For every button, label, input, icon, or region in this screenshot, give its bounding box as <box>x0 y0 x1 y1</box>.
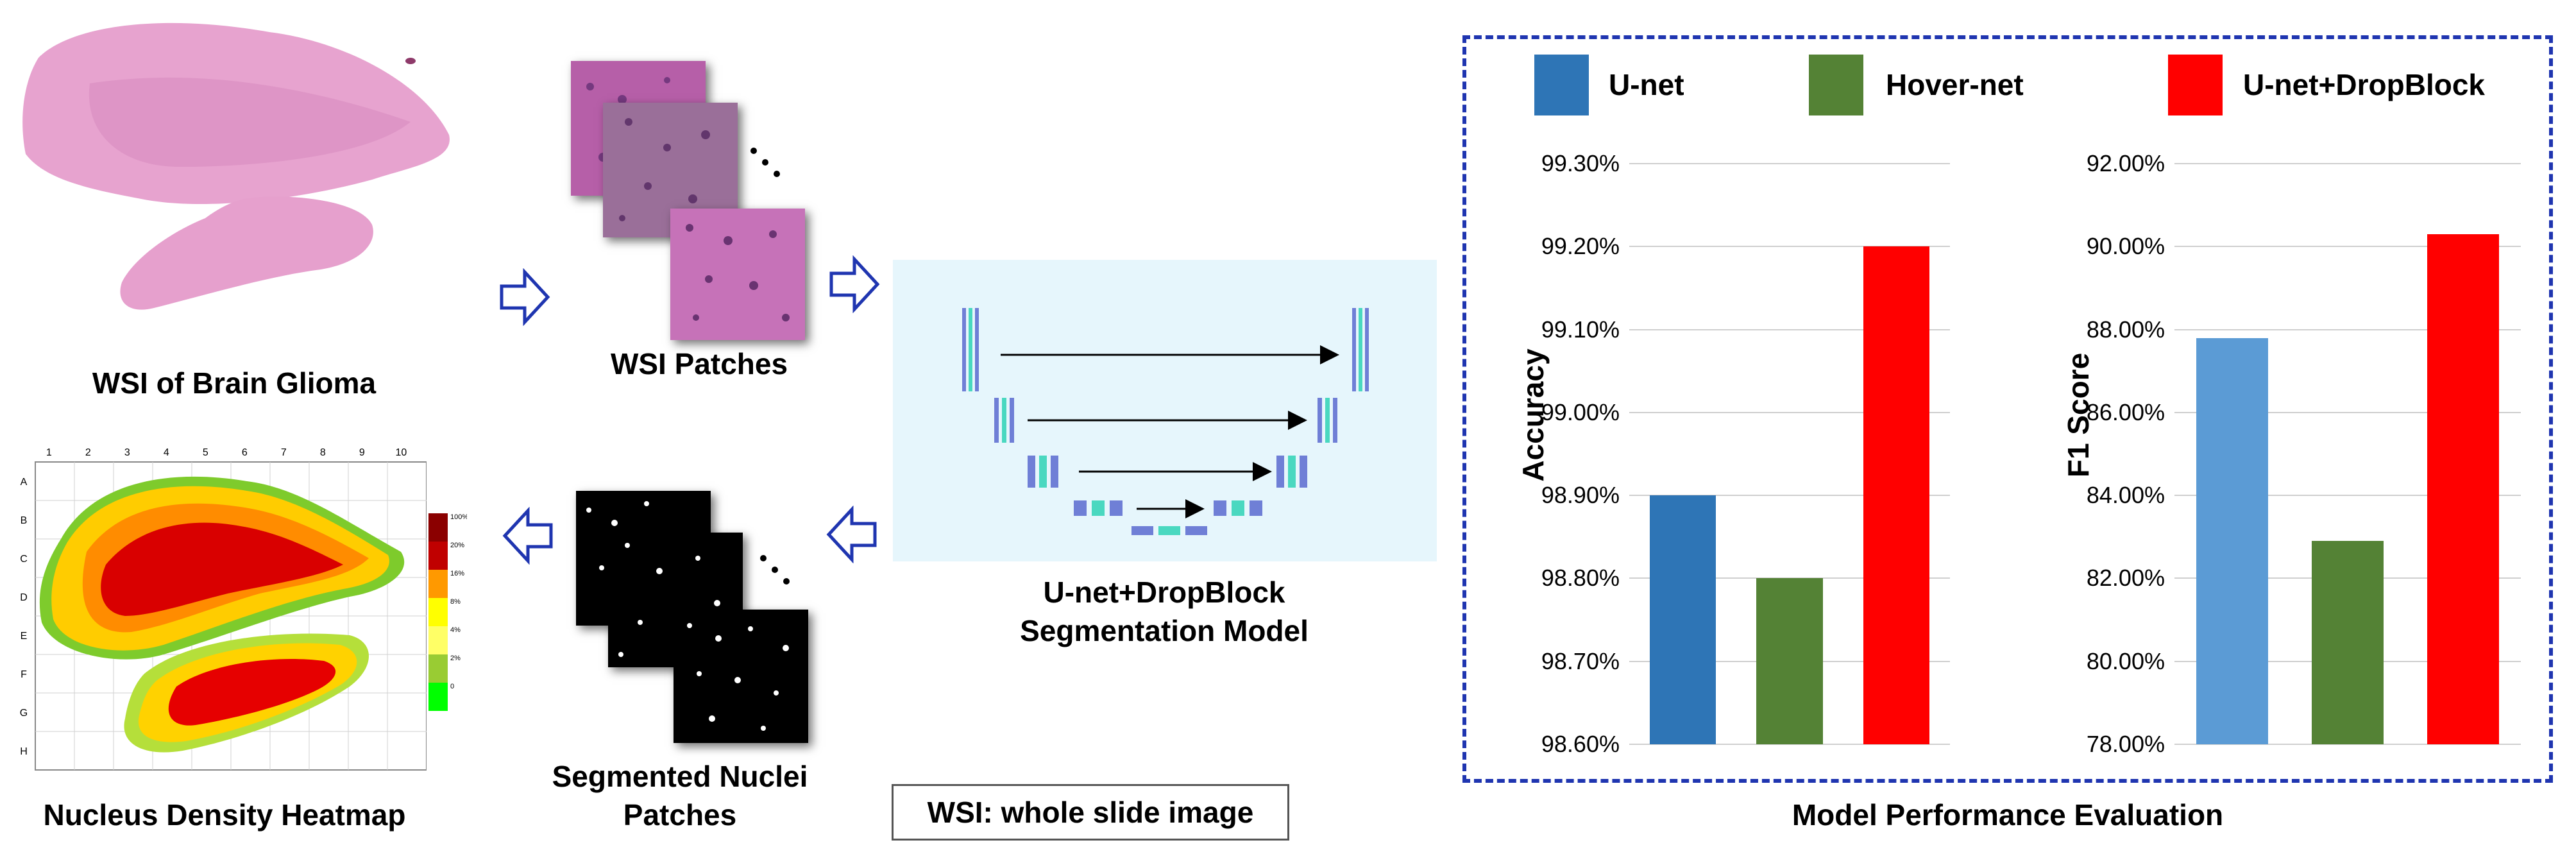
y-axis-title: Accuracy <box>1516 348 1550 482</box>
y-tick-label: 82.00% <box>2086 565 2165 592</box>
heatmap-row-label: F <box>21 669 27 680</box>
heatmap-row-label: D <box>20 592 28 603</box>
heatmap-row-label: C <box>20 554 28 565</box>
gridline <box>2174 744 2521 745</box>
heatmap-row-label: E <box>21 631 28 642</box>
f1-chart: 78.00% 80.00% 82.00% 84.00% 86.00% 88.00% 90.0… <box>2008 0 2553 770</box>
heatmap-scale-label: 100% <box>450 513 467 521</box>
heatmap-scale-cell <box>428 570 448 598</box>
y-tick-label: 99.10% <box>1541 316 1620 343</box>
heatmap: 1 2 3 4 5 6 7 8 9 10 A B C D E F G H <box>16 443 427 776</box>
heatmap-scale-cell <box>428 598 448 626</box>
gridline <box>2174 411 2521 413</box>
heatmap-col-label: 3 <box>124 447 130 458</box>
y-tick-label: 99.30% <box>1541 150 1620 176</box>
gridline <box>2174 163 2521 164</box>
gridline <box>1629 411 1950 413</box>
y-tick-label: 99.00% <box>1541 398 1620 425</box>
arrow-left-icon <box>502 507 553 565</box>
bar-u-net <box>1649 495 1716 744</box>
legend-label-unet-dropblock: U-net+DropBlock <box>2243 68 2485 101</box>
gridline <box>1629 495 1950 497</box>
gridline <box>1629 163 1950 164</box>
ellipsis-icon <box>760 555 790 585</box>
bar-hover-net <box>1756 578 1823 744</box>
model-diagram <box>893 260 1437 561</box>
bar-u-net <box>2196 337 2268 744</box>
ellipsis-icon <box>750 148 780 177</box>
model-caption-line1: U-net+DropBlock <box>1043 576 1285 609</box>
y-tick-label: 98.70% <box>1541 647 1620 674</box>
wsi-caption: WSI of Brain Glioma <box>92 366 377 400</box>
heatmap-scale-cell <box>428 654 448 683</box>
heatmap-col-label: 9 <box>359 447 365 458</box>
performance-panel <box>1462 35 2553 783</box>
y-tick-label: 99.20% <box>1541 233 1620 260</box>
legend-label-hovernet: Hover-net <box>1886 68 2024 101</box>
heatmap-col-label: 1 <box>46 447 52 458</box>
heatmap-scale-label: 4% <box>450 626 461 634</box>
heatmap-col-label: 6 <box>242 447 248 458</box>
legend-swatch-hovernet <box>1809 55 1863 115</box>
heatmap-scale-cell <box>428 683 448 711</box>
arrow-right-icon <box>500 268 550 326</box>
heatmap-color-scale: 100% 20% 16% 8% 4% 2% 0 <box>428 510 468 722</box>
heatmap-col-label: 4 <box>164 447 169 458</box>
bar-u-net-dropblock <box>2427 234 2499 744</box>
gridline <box>2174 246 2521 248</box>
y-axis-title: F1 Score <box>2062 352 2095 478</box>
heatmap-col-label: 7 <box>281 447 287 458</box>
y-tick-label: 88.00% <box>2086 316 2165 343</box>
heatmap-row-label: G <box>20 708 28 719</box>
wsi-patch-image <box>670 209 805 340</box>
arrow-right-icon <box>829 255 880 313</box>
heatmap-col-label: 5 <box>203 447 208 458</box>
heatmap-row-label: B <box>21 515 28 526</box>
gridline <box>2174 329 2521 330</box>
y-tick-label: 86.00% <box>2086 398 2165 425</box>
heatmap-caption: Nucleus Density Heatmap <box>43 798 406 832</box>
legend-label-unet: U-net <box>1609 68 1684 101</box>
heatmap-col-label: 8 <box>320 447 326 458</box>
heatmap-scale-label: 0 <box>450 683 454 690</box>
y-tick-label: 80.00% <box>2086 647 2165 674</box>
heatmap-row-label: A <box>21 477 28 488</box>
segmented-caption-line2: Patches <box>623 798 737 832</box>
legend-swatch-unet-dropblock <box>2168 55 2223 115</box>
gridline <box>1629 329 1950 330</box>
bar-hover-net <box>2312 541 2384 744</box>
heatmap-col-label: 2 <box>85 447 91 458</box>
gridline <box>1629 744 1950 745</box>
model-caption-line2: Segmentation Model <box>1020 614 1309 647</box>
heatmap-scale-label: 20% <box>450 542 464 549</box>
y-tick-label: 78.00% <box>2086 731 2165 757</box>
accuracy-chart: 98.60% 98.70% 98.80% 98.90% 99.00% 99.10% 99.2… <box>1462 0 2008 770</box>
y-tick-label: 92.00% <box>2086 150 2165 176</box>
y-tick-label: 98.90% <box>1541 482 1620 509</box>
heatmap-scale-label: 2% <box>450 654 461 662</box>
heatmap-row-label: H <box>20 746 28 757</box>
heatmap-scale-cell <box>428 626 448 654</box>
legend-swatch-unet <box>1534 55 1589 115</box>
performance-caption: Model Performance Evaluation <box>1792 798 2224 832</box>
segmented-patch-image <box>674 610 808 743</box>
y-tick-label: 98.60% <box>1541 731 1620 757</box>
y-tick-label: 98.80% <box>1541 565 1620 592</box>
gridline <box>1629 246 1950 248</box>
gridline <box>2174 495 2521 497</box>
patches-caption: WSI Patches <box>610 347 788 380</box>
bar-u-net-dropblock <box>1863 246 1930 744</box>
wsi-image <box>13 6 455 353</box>
segmented-caption-line1: Segmented Nuclei <box>552 760 808 793</box>
heatmap-scale-label: 16% <box>450 570 464 577</box>
y-tick-label: 84.00% <box>2086 482 2165 509</box>
heatmap-scale-label: 8% <box>450 598 461 606</box>
heatmap-scale-cell <box>428 513 448 542</box>
abbreviation-note: WSI: whole slide image <box>892 784 1289 841</box>
heatmap-col-label: 10 <box>395 447 407 458</box>
arrow-left-icon <box>826 506 877 563</box>
y-tick-label: 90.00% <box>2086 233 2165 260</box>
heatmap-scale-cell <box>428 542 448 570</box>
